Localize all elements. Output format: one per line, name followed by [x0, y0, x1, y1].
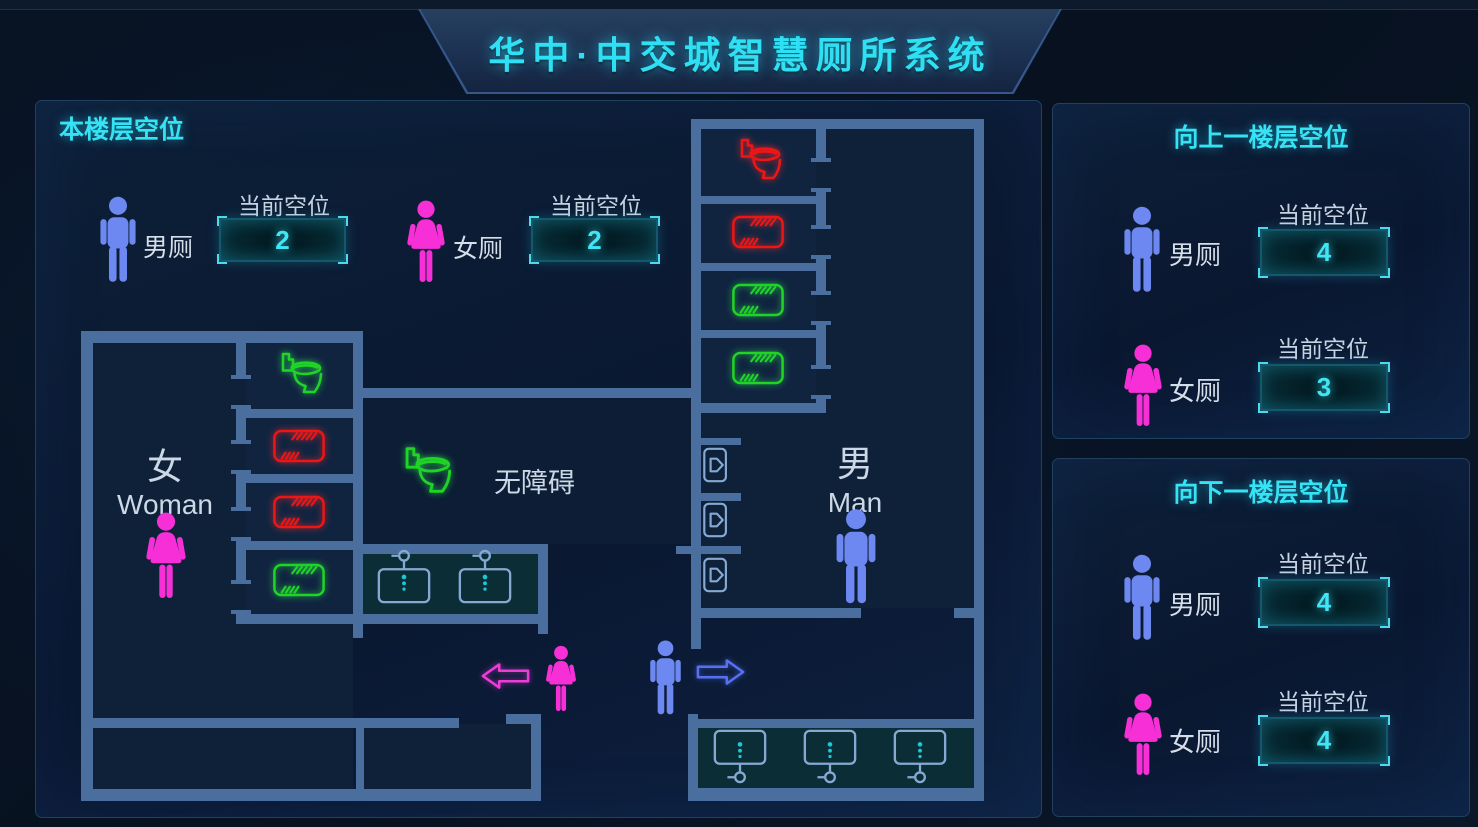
female-vacancy-value: 3: [1316, 372, 1332, 402]
female-vacancy-value: 2: [587, 224, 602, 255]
man-icon: [650, 640, 681, 715]
male-vacancy-caption: 当前空位: [1277, 202, 1369, 228]
top-strip: [0, 0, 1478, 10]
header-banner: 华中·中交城智慧厕所系统: [418, 9, 1062, 94]
walls: [81, 119, 984, 801]
upper-floor-panel: 向上一楼层空位 男厕 当前空位 4 女厕 当前空位 3: [1052, 103, 1470, 439]
accessible-label: 无障碍: [494, 468, 575, 498]
current-floor-title: 本楼层空位: [59, 116, 185, 144]
female-vacancy-caption: 当前空位: [550, 193, 642, 219]
female-vacancy-caption: 当前空位: [1277, 336, 1369, 362]
female-vacancy-box: 4: [1258, 715, 1390, 766]
lower-floor-panel: 向下一楼层空位 男厕 当前空位 4 女厕 当前空位 4: [1052, 458, 1470, 817]
woman-icon: [1123, 691, 1163, 779]
female-toilet-label: 女厕: [1169, 727, 1222, 757]
male-vacancy-caption: 当前空位: [1277, 551, 1369, 577]
upper-floor-title: 向上一楼层空位: [1173, 124, 1349, 152]
current-floor-panel: 本楼层空位 男厕 当前空位 2 女厕 当前空位 2: [35, 100, 1042, 818]
male-toilet-label: 男厕: [1169, 590, 1222, 620]
male-vacancy-value: 2: [275, 224, 290, 255]
female-vacancy-box: 3: [1258, 362, 1390, 413]
male-vacancy-box: 4: [1258, 577, 1390, 628]
female-vacancy-caption: 当前空位: [1277, 689, 1369, 715]
male-toilet-label: 男厕: [143, 234, 194, 262]
floorplan: 无障碍: [81, 119, 984, 801]
man-icon: [1123, 206, 1161, 294]
lower-floor-title: 向下一楼层空位: [1173, 479, 1349, 507]
women-direction-arrow-left-icon: [481, 663, 530, 689]
male-vacancy-box: 2: [217, 216, 348, 264]
male-vacancy-box: 4: [1258, 227, 1390, 278]
header-banner-inner: [420, 9, 1060, 92]
man-icon: [1123, 554, 1161, 642]
female-vacancy-box: 2: [529, 216, 660, 264]
male-vacancy-value: 4: [1316, 237, 1332, 267]
men-zone-label-zh: 男: [837, 443, 873, 484]
male-vacancy-value: 4: [1316, 587, 1332, 617]
female-vacancy-value: 4: [1316, 725, 1332, 755]
woman-icon: [1123, 342, 1163, 430]
page-title: 华中·中交城智慧厕所系统: [488, 34, 992, 76]
women-zone-label-zh: 女: [147, 446, 183, 487]
woman-icon: [545, 645, 577, 711]
male-vacancy-caption: 当前空位: [238, 193, 330, 219]
men-direction-arrow-right-icon: [696, 659, 745, 685]
male-toilet-label: 男厕: [1169, 240, 1222, 270]
female-toilet-label: 女厕: [1169, 376, 1222, 406]
female-toilet-label: 女厕: [453, 235, 504, 263]
